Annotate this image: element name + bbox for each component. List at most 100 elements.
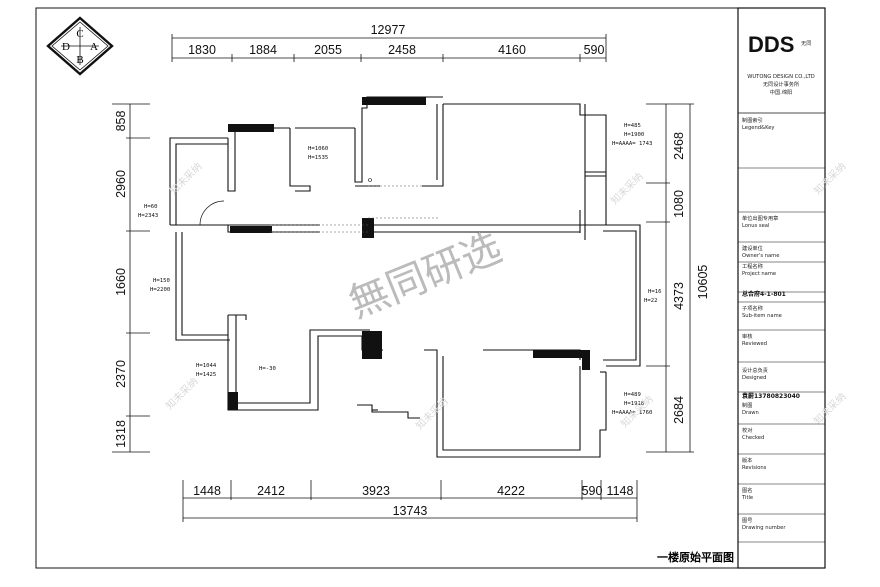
title-block-label-en: Drawing number xyxy=(742,525,786,531)
title-block-label: 审核 xyxy=(742,332,752,340)
company-logo: DDS xyxy=(748,32,794,57)
dim-left-3: 1660 xyxy=(114,268,128,296)
note-right-top-1: H=485 xyxy=(624,123,641,129)
note-left-mid-2: H=2200 xyxy=(150,287,170,293)
title-block-label-en: Owner's name xyxy=(742,253,779,259)
dashed-opening xyxy=(270,185,440,233)
title-block-label-en: Drawn xyxy=(742,410,759,416)
title-block-label: 图名 xyxy=(742,486,752,494)
compass-letter-left: D xyxy=(62,41,70,53)
note-right-mid-1: H=16 xyxy=(648,289,661,295)
door-swing xyxy=(199,200,225,226)
dim-bottom-5: 590 xyxy=(582,484,603,498)
title-block-value: 总合府4-1-801 xyxy=(742,290,786,298)
watermark-small-7: 知未采纳 xyxy=(811,390,848,427)
title-block-label: 设计总负责 xyxy=(742,366,768,374)
dim-top-1: 1830 xyxy=(188,43,216,57)
company-logo-sub: 无同 xyxy=(801,40,811,47)
dim-bottom-4: 4222 xyxy=(497,484,525,498)
dimension-bottom: 1448 2412 3923 4222 590 1148 13743 xyxy=(182,480,638,522)
watermark-small-3: 知未采纳 xyxy=(163,375,200,412)
compass-letter-bottom: B xyxy=(76,54,83,66)
compass-letter-top: C xyxy=(76,28,83,40)
title-block-label: 图号 xyxy=(742,517,752,524)
dim-top-3: 2055 xyxy=(314,43,342,57)
watermark-small-6: 知未采纳 xyxy=(811,160,848,197)
compass-rose: C D A B xyxy=(46,16,114,76)
watermark-small-1: 知未采纳 xyxy=(167,160,204,197)
title-block-label-en: Designed xyxy=(742,375,766,381)
dim-right-4: 2684 xyxy=(672,396,686,424)
note-window-top-1: H=1060 xyxy=(308,146,328,152)
note-right-top-2: H=1900 xyxy=(624,132,644,138)
dim-top-6: 590 xyxy=(584,43,605,57)
title-block-label: 单位出图专用章 xyxy=(742,214,778,222)
company-location: 中国.绵阳 xyxy=(770,88,792,96)
title-block-label-en: Revisions xyxy=(742,465,767,471)
dim-bottom-2: 2412 xyxy=(257,484,285,498)
title-block-label: 工程名称 xyxy=(742,262,763,270)
structural-columns xyxy=(228,97,590,410)
dim-top-overall: 12977 xyxy=(371,23,406,37)
note-left-bottom-1: H=1044 xyxy=(196,363,217,369)
title-block-label: 建设单位 xyxy=(742,244,763,252)
dimension-top: 12977 1830 1884 2055 2458 4160 590 xyxy=(171,23,607,62)
dimension-right: 2468 1080 4373 2684 10605 xyxy=(646,103,710,453)
watermark-main: 無同研选 xyxy=(343,225,509,328)
note-right-top-3: H=AAAA= 1743 xyxy=(612,141,652,147)
note-left-top-1: H=60 xyxy=(144,204,157,210)
note-h-label: H=-30 xyxy=(259,366,276,372)
note-left-bottom-2: H=1425 xyxy=(196,372,216,378)
floor-drain xyxy=(368,178,372,182)
dim-left-2: 2960 xyxy=(114,170,128,198)
floor-plan-walls xyxy=(169,96,641,458)
title-block: DDS 无同 WUTONG DESIGN CO.,LTD 无同设计事务所 中国.… xyxy=(738,32,825,543)
title-block-label-en: Title xyxy=(741,495,753,501)
dim-top-5: 4160 xyxy=(498,43,526,57)
title-block-label: 校对 xyxy=(742,426,752,434)
dim-left-1: 858 xyxy=(114,111,128,132)
note-right-bottom-3: H=AAAA= 1760 xyxy=(612,410,652,416)
title-block-label-en: Project name xyxy=(742,271,776,277)
watermark-small-4: 知未采纳 xyxy=(413,395,450,432)
drawing-title: 一楼原始平面图 xyxy=(657,550,734,564)
company-name-cn: 无同设计事务所 xyxy=(763,80,799,88)
note-left-top-2: H=2343 xyxy=(138,213,158,219)
title-block-label: 制图 xyxy=(742,401,752,409)
title-block-label-en: Checked xyxy=(742,435,764,441)
dim-right-3: 4373 xyxy=(672,282,686,310)
dim-bottom-overall: 13743 xyxy=(393,504,428,518)
dim-right-2: 1080 xyxy=(672,190,686,218)
note-right-mid-2: H=22 xyxy=(644,298,657,304)
dim-bottom-6: 1148 xyxy=(607,484,634,498)
height-annotations: H=1060 H=1535 H=485 H=1900 H=AAAA= 1743 … xyxy=(138,123,661,416)
title-block-frame xyxy=(737,7,826,569)
title-block-label: 版本 xyxy=(742,456,752,464)
note-right-bottom-2: H=1918 xyxy=(624,401,645,407)
dim-right-overall: 10605 xyxy=(696,265,710,300)
title-block-label: 制图索引 xyxy=(742,116,763,124)
dim-right-1: 2468 xyxy=(672,132,686,160)
compass-letter-right: A xyxy=(90,41,98,53)
title-block-label-en: Lonus seal xyxy=(742,223,769,229)
company-name-en: WUTONG DESIGN CO.,LTD xyxy=(747,74,815,80)
dim-bottom-1: 1448 xyxy=(193,484,221,498)
dim-bottom-3: 3923 xyxy=(362,484,390,498)
dim-left-4: 2370 xyxy=(114,360,128,388)
note-left-mid-1: H=150 xyxy=(153,278,170,284)
dim-top-2: 1884 xyxy=(249,43,277,57)
dim-left-5: 1318 xyxy=(114,420,128,448)
title-block-value: 袁蔚13780823040 xyxy=(741,392,800,400)
note-right-bottom-1: H=489 xyxy=(624,392,641,398)
title-block-label-en: Sub-item name xyxy=(742,313,782,319)
title-block-label-en: Reviewed xyxy=(742,341,767,347)
dim-top-4: 2458 xyxy=(388,43,416,57)
dimension-left: 858 2960 1660 2370 1318 xyxy=(112,103,150,453)
title-block-label-en: Legend&Key xyxy=(742,125,775,131)
note-window-top-2: H=1535 xyxy=(308,155,328,161)
watermark-small-2: 知未采纳 xyxy=(608,170,645,207)
title-block-label: 子项名称 xyxy=(742,304,763,312)
